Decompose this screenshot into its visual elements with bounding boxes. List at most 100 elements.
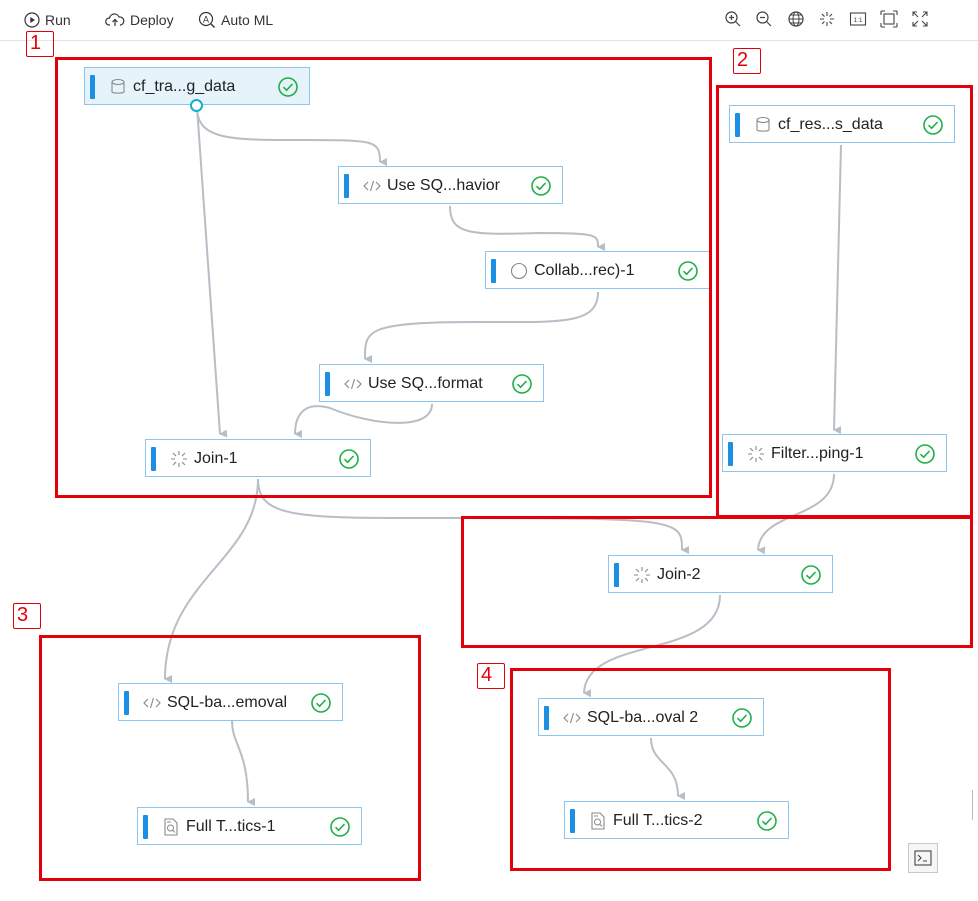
pipeline-node[interactable]: Filter...ping-1 [722, 434, 947, 472]
annotation-box-3 [39, 635, 421, 881]
node-status-bar [544, 706, 549, 730]
globe-icon[interactable] [785, 9, 807, 29]
node-label: SQL-ba...emoval [167, 694, 288, 711]
edge-n5-n8 [257, 478, 690, 554]
run-button[interactable]: Run [24, 10, 71, 30]
play-icon [24, 12, 40, 28]
automl-button[interactable]: A Auto ML [198, 10, 273, 30]
join-icon [747, 445, 765, 463]
node-status-bar [124, 691, 129, 715]
annotation-label-3: 3 [13, 603, 41, 629]
node-status-bar [728, 442, 733, 466]
edge-n9-n10 [231, 720, 256, 806]
node-status-bar [143, 815, 148, 839]
node-label: Join-1 [194, 450, 238, 467]
svg-text:A: A [203, 15, 209, 25]
output-port[interactable] [190, 99, 203, 112]
node-status-bar [735, 113, 740, 137]
pipeline-node[interactable]: SQL-ba...emoval [118, 683, 343, 721]
annotation-label-4: 4 [477, 663, 505, 689]
node-label: cf_tra...g_data [133, 78, 236, 95]
database-icon [109, 78, 127, 96]
check-circle-icon [678, 261, 698, 281]
pipeline-node[interactable]: Use SQ...format [319, 364, 544, 402]
pipeline-node[interactable]: Use SQ...havior [338, 166, 563, 204]
annotation-box-4 [510, 668, 891, 871]
zoom-out-icon[interactable] [753, 9, 775, 29]
node-status-bar [614, 563, 619, 587]
deploy-label: Deploy [130, 12, 174, 28]
node-label: Collab...rec)-1 [534, 262, 635, 279]
fullscreen-icon[interactable] [909, 9, 931, 29]
run-label: Run [45, 12, 71, 28]
zoom-in-icon[interactable] [722, 9, 744, 29]
edge-n3-n4 [364, 291, 599, 364]
node-status-bar [491, 259, 496, 283]
pipeline-node[interactable]: cf_res...s_data [729, 105, 955, 143]
edge-n7-n8 [757, 473, 835, 555]
actual-size-icon[interactable]: 1:1 [847, 9, 869, 29]
node-label: Full T...tics-2 [613, 812, 703, 829]
deploy-button[interactable]: Deploy [105, 10, 174, 30]
node-label: Use SQ...havior [387, 177, 500, 194]
code-icon [143, 694, 161, 712]
node-status-bar [90, 75, 95, 99]
automl-icon: A [198, 11, 215, 28]
edge-n2-n3 [449, 205, 606, 251]
cloud-upload-icon [105, 13, 125, 26]
pipeline-node[interactable]: cf_tra...g_data [84, 67, 310, 105]
automl-label: Auto ML [221, 12, 274, 28]
report-icon [162, 818, 180, 836]
node-label: cf_res...s_data [778, 116, 883, 133]
annotation-box-1 [55, 57, 712, 498]
edge-n5-n9 [164, 478, 259, 684]
edge-n1-n5 [196, 106, 228, 438]
report-icon [589, 812, 607, 830]
check-circle-icon [915, 444, 935, 464]
node-status-bar [570, 809, 575, 833]
code-icon [344, 375, 362, 393]
node-label: Use SQ...format [368, 375, 483, 392]
check-circle-icon [757, 811, 777, 831]
pipeline-node[interactable]: Full T...tics-1 [137, 807, 362, 845]
pipeline-node[interactable]: Join-2 [608, 555, 833, 593]
node-label: SQL-ba...oval 2 [587, 709, 699, 726]
node-status-bar [344, 174, 349, 198]
pipeline-node[interactable]: Collab...rec)-1 [485, 251, 710, 289]
terminal-button[interactable] [908, 843, 938, 873]
check-circle-icon [512, 374, 532, 394]
edge-n1-n2 [196, 106, 388, 166]
edge-n11-n12 [650, 737, 686, 800]
edge-n6-n7 [833, 144, 842, 435]
join-icon [170, 450, 188, 468]
circle-icon [510, 262, 528, 280]
fit-icon[interactable] [878, 9, 900, 29]
pipeline-node[interactable]: Join-1 [145, 439, 371, 477]
code-icon [363, 177, 381, 195]
toolbar: Run Deploy A Auto ML 1:1 [0, 0, 978, 41]
annotation-box-2 [716, 85, 973, 518]
node-label: Filter...ping-1 [771, 445, 864, 462]
pipeline-node[interactable]: Full T...tics-2 [564, 801, 789, 839]
annotation-label-1: 1 [26, 31, 54, 57]
terminal-icon [914, 850, 932, 866]
annotation-box-2-extension [461, 516, 973, 648]
sparkle-icon[interactable] [816, 9, 838, 29]
check-circle-icon [801, 565, 821, 585]
node-status-bar [325, 372, 330, 396]
pipeline-node[interactable]: SQL-ba...oval 2 [538, 698, 764, 736]
node-label: Full T...tics-1 [186, 818, 276, 835]
annotation-label-2: 2 [733, 48, 761, 74]
join-icon [633, 566, 651, 584]
check-circle-icon [923, 115, 943, 135]
node-status-bar [151, 447, 156, 471]
svg-text:1:1: 1:1 [853, 17, 862, 24]
node-label: Join-2 [657, 566, 701, 583]
database-icon [754, 116, 772, 134]
edge-n4-n5 [294, 403, 433, 439]
check-circle-icon [732, 708, 752, 728]
check-circle-icon [330, 817, 350, 837]
check-circle-icon [311, 693, 331, 713]
code-icon [563, 709, 581, 727]
